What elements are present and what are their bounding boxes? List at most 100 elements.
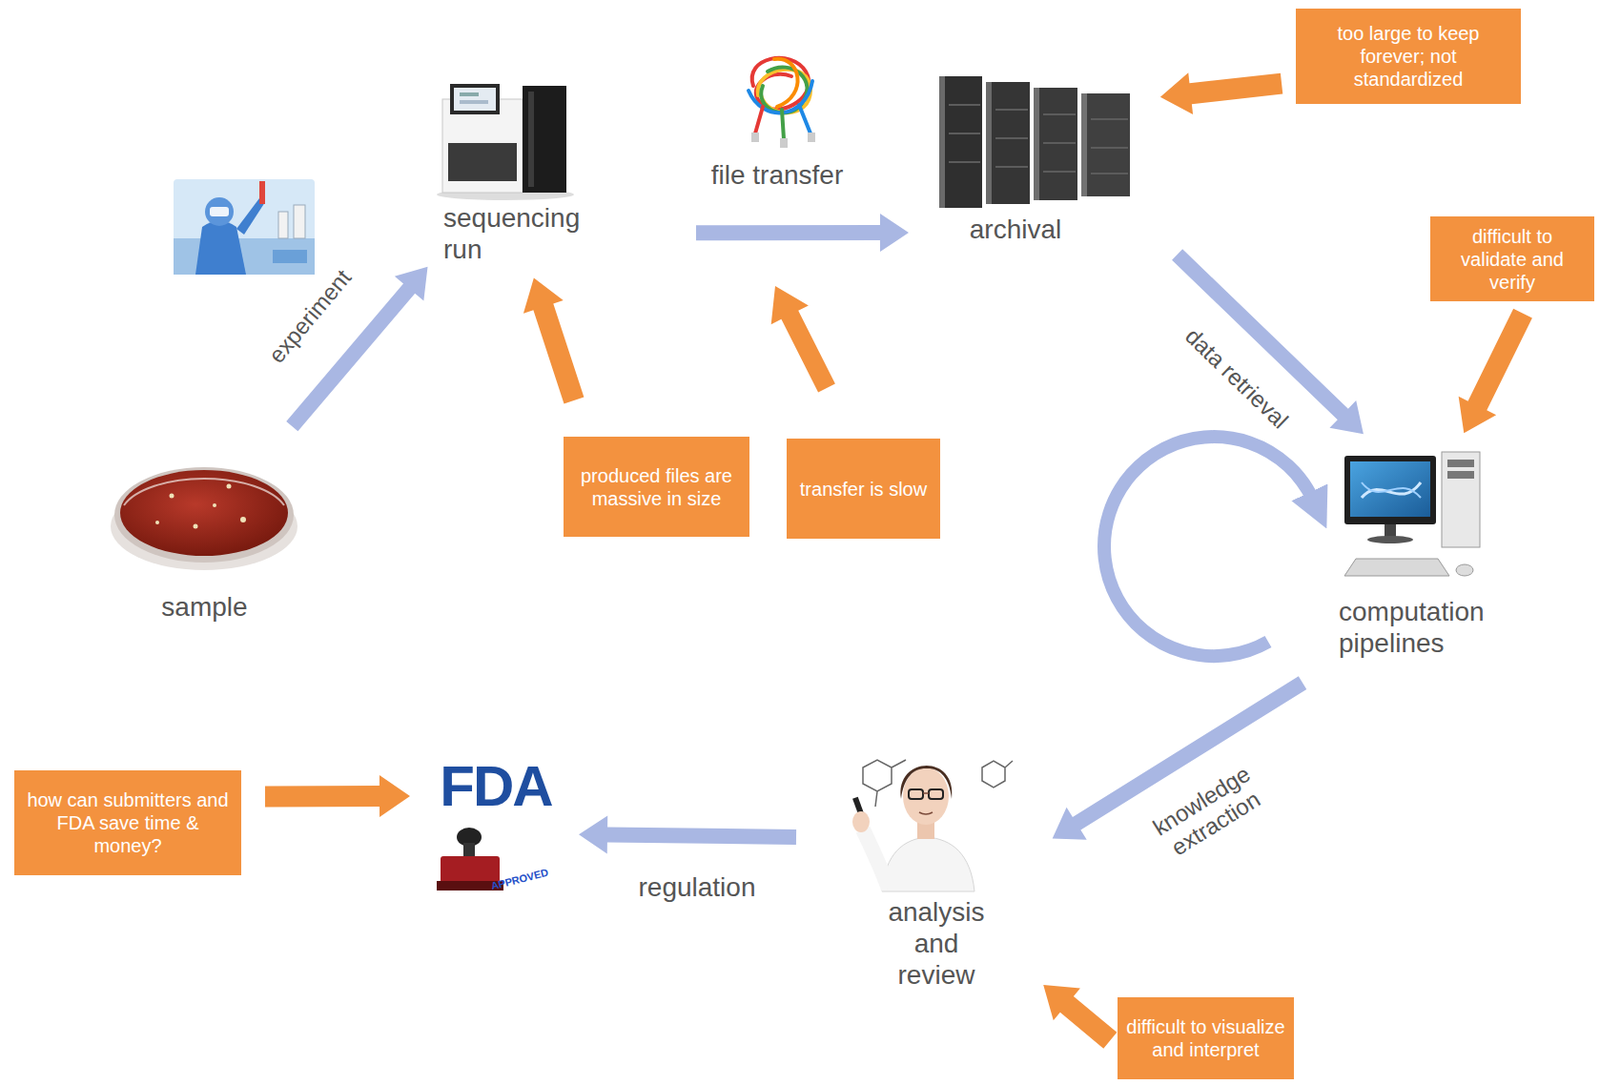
- colony: [193, 524, 199, 530]
- glasses: [908, 789, 924, 800]
- colony: [226, 484, 232, 490]
- rack-side: [939, 76, 945, 208]
- petri-dish: [110, 467, 298, 571]
- test-tube: [259, 181, 266, 205]
- problem-pointer: [771, 286, 836, 393]
- problem-arrow: [265, 775, 411, 818]
- problem-callout: difficult to visualize and interpret: [1117, 997, 1294, 1080]
- lab-device: [272, 249, 308, 264]
- problem-callout: too large to keep forever; not standardi…: [1295, 8, 1521, 104]
- rack-side: [1081, 93, 1088, 197]
- glasses: [928, 789, 944, 800]
- front-panel: [448, 143, 517, 182]
- cable: [799, 104, 811, 134]
- bottle: [278, 211, 288, 239]
- flow-arrow: [286, 266, 428, 432]
- cable: [755, 106, 763, 134]
- drive-bay: [1447, 471, 1475, 479]
- stamp-text: APPROVED: [489, 866, 550, 893]
- step-label: archival: [929, 213, 1102, 246]
- machine-tower: [522, 85, 567, 193]
- process-step: analysis and review: [839, 753, 1035, 995]
- step-label: analysis and review: [879, 896, 994, 991]
- hair: [900, 765, 952, 800]
- plug: [779, 138, 788, 148]
- iteration-loop-arrow: [1104, 436, 1313, 657]
- rack-slots: [948, 104, 1129, 174]
- mouse: [1456, 564, 1474, 576]
- keyboard: [1344, 558, 1450, 576]
- rack: [939, 76, 983, 208]
- plug: [751, 132, 759, 143]
- lab-photo: [173, 179, 315, 275]
- drive-bay: [1447, 459, 1475, 468]
- screen-helix: [1361, 482, 1421, 498]
- callout-text: how can submitters and FDA save time & m…: [21, 788, 234, 858]
- bottle: [293, 205, 306, 239]
- step-label: computation pipelines: [1338, 595, 1526, 659]
- screen-bar: [459, 92, 479, 97]
- callout-text: transfer is slow: [800, 477, 927, 501]
- flow-label: file transfer: [681, 160, 873, 191]
- sleeve: [862, 829, 889, 889]
- analyst-figure: [852, 759, 1013, 892]
- callout-text: difficult to validate and verify: [1437, 225, 1587, 294]
- agar: [120, 470, 288, 556]
- cable: [774, 59, 799, 107]
- colony: [212, 503, 217, 508]
- monitor-screen: [453, 87, 496, 111]
- screen-bar: [459, 100, 489, 104]
- sequencer-machine: [436, 83, 575, 201]
- process-step: sequencing run: [433, 80, 611, 269]
- process-step: sample: [118, 448, 291, 627]
- desktop-computer: [1344, 451, 1480, 576]
- agency-logo-text: FDA: [424, 758, 568, 816]
- stamp-neck: [463, 842, 475, 859]
- hand: [852, 811, 870, 833]
- face: [902, 767, 949, 825]
- screen-helix: [1361, 482, 1421, 498]
- callout-text: too large to keep forever; not standardi…: [1303, 21, 1514, 91]
- stamp-body: [440, 856, 500, 883]
- pc-tower: [1441, 451, 1480, 548]
- flow-label: knowledge extraction: [1143, 758, 1272, 866]
- colony: [240, 516, 247, 523]
- monitor-base: [1367, 535, 1414, 544]
- step-label: sample: [118, 591, 291, 623]
- problem-arrow: [1458, 308, 1533, 434]
- cable: [748, 81, 813, 113]
- problem-callout: produced files are massive in size: [563, 436, 750, 537]
- monitor-frame: [450, 83, 500, 115]
- monitor-frame: [1344, 455, 1436, 525]
- network-cables: [748, 58, 816, 148]
- callout-text: produced files are massive in size: [571, 464, 742, 511]
- tower-stripe: [528, 91, 534, 187]
- plug: [807, 132, 816, 143]
- cable: [781, 109, 784, 140]
- rack: [1081, 93, 1130, 197]
- rack-side: [1033, 87, 1040, 201]
- problem-arrow: [1043, 984, 1117, 1049]
- monitor-stand: [1384, 524, 1396, 538]
- callout-text: difficult to visualize and interpret: [1125, 1015, 1287, 1062]
- flow-label: data retrieval: [1158, 302, 1314, 454]
- monitor-screen: [1350, 461, 1431, 517]
- lab-coat: [882, 837, 975, 892]
- flow-arrow: [578, 816, 797, 855]
- problem-arrow: [1160, 72, 1283, 115]
- process-step: computation pipelines: [1334, 443, 1526, 663]
- molecule-sketch: [862, 759, 906, 807]
- problem-arrow: [523, 278, 584, 405]
- flow-arrow: [696, 213, 909, 252]
- flow-label: regulation: [601, 872, 793, 903]
- server-racks: [939, 76, 1130, 208]
- molecule-sketch: [982, 760, 1013, 788]
- problem-callout: how can submitters and FDA save time & m…: [14, 770, 242, 876]
- suit-hood: [205, 197, 234, 226]
- rack-side: [985, 82, 992, 205]
- colony: [155, 520, 160, 525]
- visor: [209, 206, 229, 217]
